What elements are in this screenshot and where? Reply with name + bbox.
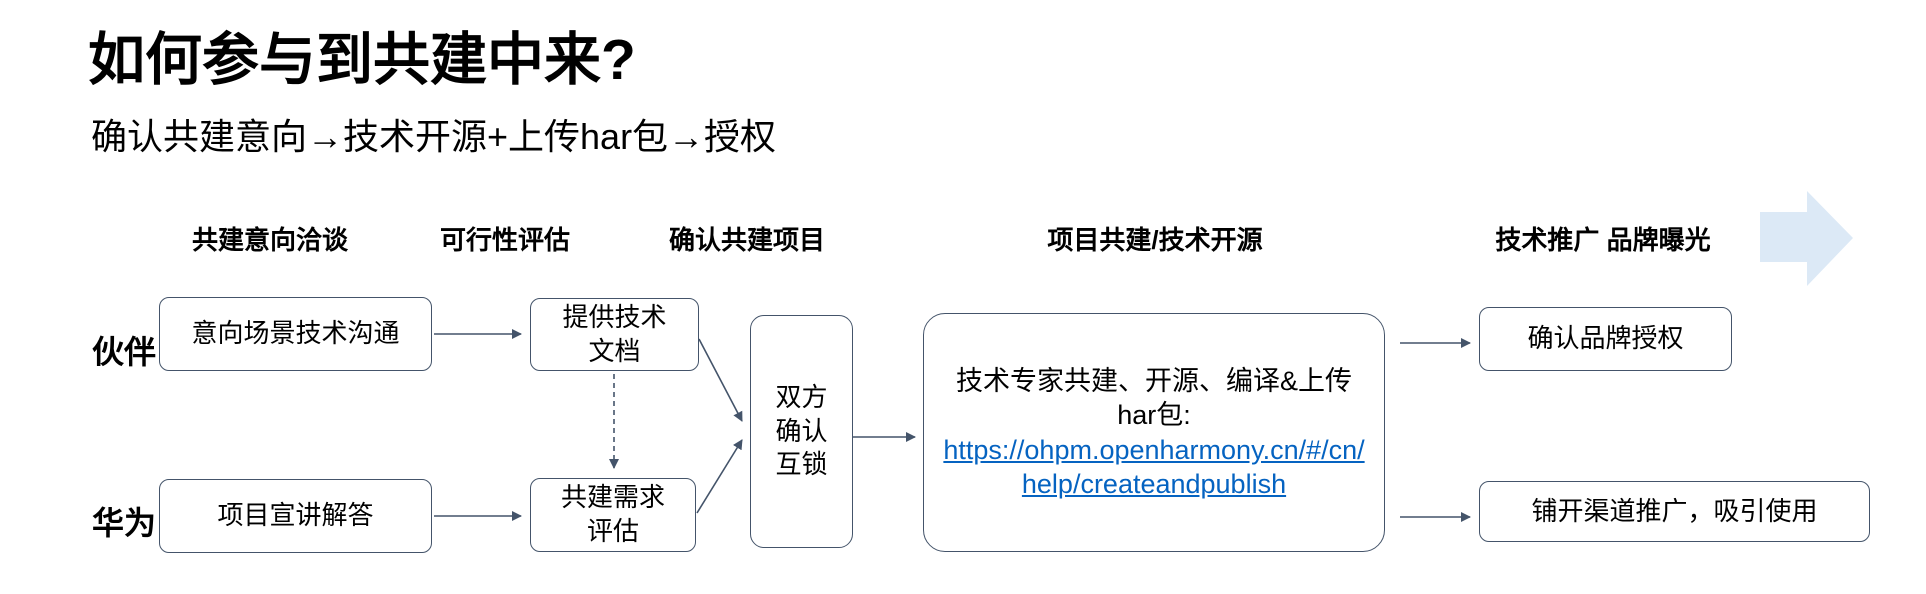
stage-header-cobuild-opensource: 项目共建/技术开源 xyxy=(1047,225,1263,255)
node-expert-cobuild-opensource-upload: 技术专家共建、开源、编译&上传 har包: https://ohpm.openh… xyxy=(923,313,1385,552)
node-confirm-brand-authorization: 确认品牌授权 xyxy=(1479,307,1732,371)
page-subtitle: 确认共建意向→技术开源+上传har包→授权 xyxy=(91,116,777,157)
ohpm-publish-link[interactable]: https://ohpm.openharmony.cn/#/cn/help/cr… xyxy=(943,434,1365,499)
stage-header-promotion-brand: 技术推广 品牌曝光 xyxy=(1495,225,1711,255)
node-project-brief-qa: 项目宣讲解答 xyxy=(159,479,432,553)
row-label-huawei: 华为 xyxy=(91,505,157,541)
stage-header-confirm-project: 确认共建项目 xyxy=(668,225,826,255)
node-mutual-confirmation-lock: 双方 确认 互锁 xyxy=(750,315,853,548)
cobuild-upload-text: 技术专家共建、开源、编译&上传 har包: xyxy=(955,366,1352,431)
node-cobuild-need-evaluation: 共建需求 评估 xyxy=(530,478,696,552)
page-title: 如何参与到共建中来? xyxy=(88,28,636,92)
node-channel-promotion-attract-usage: 铺开渠道推广，吸引使用 xyxy=(1479,481,1870,542)
row-label-partner: 伙伴 xyxy=(91,334,157,370)
node-intent-scene-communication: 意向场景技术沟通 xyxy=(159,297,432,371)
stage-header-intent-talk: 共建意向洽谈 xyxy=(191,225,349,255)
node-provide-tech-docs: 提供技术 文档 xyxy=(530,298,699,371)
stage-header-feasibility: 可行性评估 xyxy=(439,225,571,255)
